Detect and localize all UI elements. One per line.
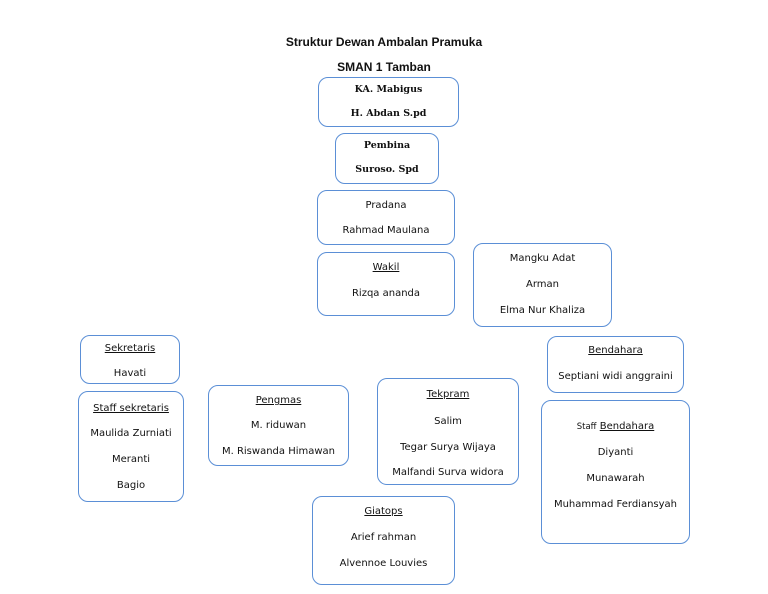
- node-wakil-label: Wakil: [372, 262, 400, 273]
- node-staff-bendahara-prefix: Staff: [576, 422, 597, 432]
- node-bendahara-name: Septiani widi anggraini: [558, 371, 673, 382]
- node-giatops-member: Arief rahman: [350, 532, 417, 543]
- node-sekretaris-label: Sekretaris: [104, 343, 156, 354]
- diagram-title: Struktur Dewan Ambalan Pramuka: [285, 35, 483, 49]
- node-pembina-name: Suroso. Spd: [355, 164, 419, 175]
- node-pradana-name: Rahmad Maulana: [342, 225, 430, 236]
- node-staff-sekretaris-member: Bagio: [116, 480, 146, 491]
- node-staff-bendahara-member: Munawarah: [586, 473, 645, 484]
- node-bendahara: Bendahara Septiani widi anggraini: [547, 336, 684, 393]
- node-staff-bendahara-member: Diyanti: [597, 447, 634, 458]
- node-ka-mabigus-name: H. Abdan S.pd: [350, 108, 427, 119]
- node-giatops-member: Alvennoe Louvies: [339, 558, 428, 569]
- node-tekpram: Tekpram Salim Tegar Surya Wijaya Malfand…: [377, 378, 519, 485]
- node-staff-bendahara: Staff Bendahara Diyanti Munawarah Muhamm…: [541, 400, 690, 544]
- node-mangku-adat-label: Mangku Adat: [509, 253, 576, 264]
- node-pengmas: Pengmas M. riduwan M. Riswanda Himawan: [208, 385, 349, 466]
- node-pradana: Pradana Rahmad Maulana: [317, 190, 455, 245]
- node-pembina: Pembina Suroso. Spd: [335, 133, 439, 184]
- node-pengmas-member: M. riduwan: [250, 420, 307, 431]
- node-bendahara-label: Bendahara: [588, 345, 643, 356]
- node-mangku-adat: Mangku Adat Arman Elma Nur Khaliza: [473, 243, 612, 327]
- node-staff-bendahara-member: Muhammad Ferdiansyah: [553, 499, 678, 510]
- node-staff-sekretaris-member: Meranti: [111, 454, 151, 465]
- node-sekretaris-name: Havati: [113, 368, 147, 379]
- node-tekpram-member: Malfandi Surva widora: [392, 467, 504, 478]
- node-wakil-name: Rizqa ananda: [351, 288, 421, 299]
- node-sekretaris: Sekretaris Havati: [80, 335, 180, 384]
- node-staff-sekretaris: Staff sekretaris Maulida Zurniati Merant…: [78, 391, 184, 502]
- node-giatops-label: Giatops: [364, 506, 403, 517]
- node-tekpram-member: Tegar Surya Wijaya: [400, 442, 496, 453]
- node-tekpram-label: Tekpram: [426, 389, 470, 400]
- diagram-subtitle: SMAN 1 Tamban: [337, 60, 431, 74]
- node-staff-bendahara-label: Staff Bendahara: [542, 421, 689, 433]
- node-mangku-adat-member: Elma Nur Khaliza: [499, 305, 586, 316]
- node-staff-sekretaris-member: Maulida Zurniati: [90, 428, 172, 439]
- node-pembina-label: Pembina: [363, 140, 411, 151]
- node-mangku-adat-member: Arman: [526, 279, 559, 290]
- node-wakil: Wakil Rizqa ananda: [317, 252, 455, 316]
- node-staff-bendahara-title: Bendahara: [599, 421, 655, 432]
- node-staff-sekretaris-label: Staff sekretaris: [93, 403, 169, 414]
- node-pradana-label: Pradana: [365, 200, 407, 211]
- node-pengmas-label: Pengmas: [255, 395, 302, 406]
- node-ka-mabigus: KA. Mabigus H. Abdan S.pd: [318, 77, 459, 127]
- node-giatops: Giatops Arief rahman Alvennoe Louvies: [312, 496, 455, 585]
- node-ka-mabigus-label: KA. Mabigus: [354, 84, 423, 95]
- node-pengmas-member: M. Riswanda Himawan: [221, 446, 336, 457]
- node-tekpram-member: Salim: [434, 416, 462, 427]
